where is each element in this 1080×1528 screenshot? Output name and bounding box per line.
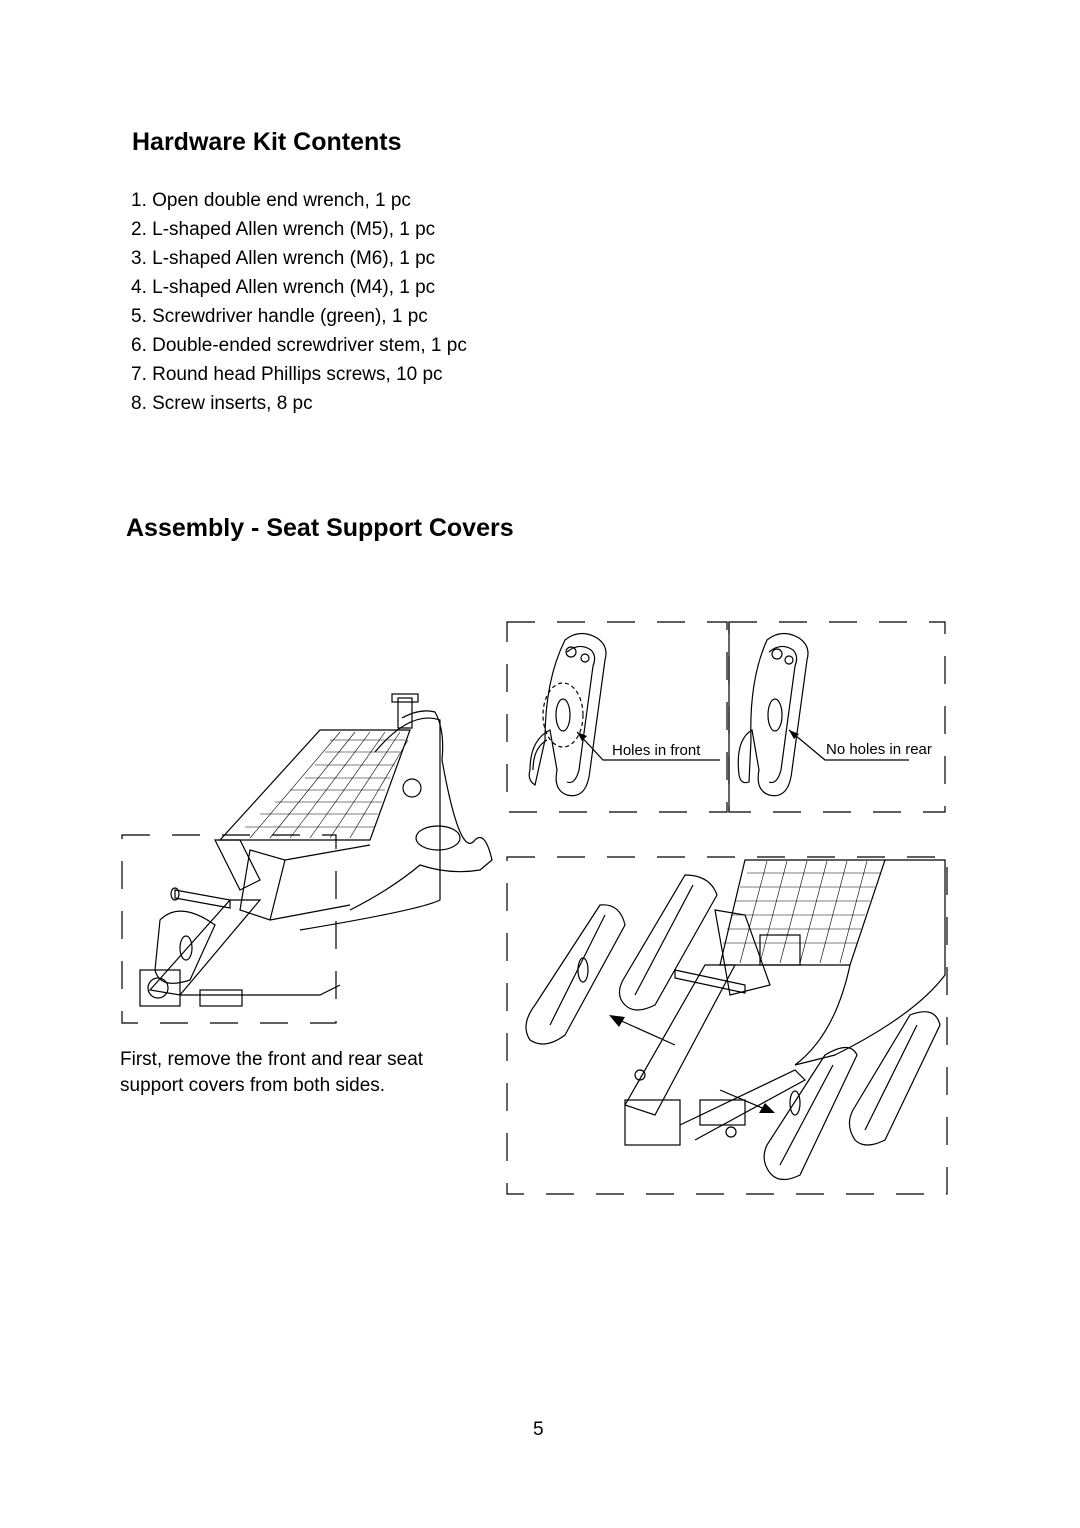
callout-holes-in-front: Holes in front: [612, 742, 701, 759]
arrow-icon: [759, 1103, 775, 1113]
arrow-line: [616, 1018, 676, 1046]
dashed-frame: [728, 621, 946, 813]
list-item: 1. Open double end wrench, 1 pc: [131, 190, 411, 211]
arrow-line: [719, 1089, 768, 1111]
list-item: 5. Screwdriver handle (green), 1 pc: [131, 306, 428, 327]
machine-overview-diagram: [121, 693, 493, 1024]
assembly-title: Assembly - Seat Support Covers: [126, 514, 514, 542]
caption-line: First, remove the front and rear seat: [120, 1049, 424, 1070]
rear-cover-right-removed: [848, 1011, 941, 1146]
hardware-list: 1. Open double end wrench, 1 pc 2. L-sha…: [131, 186, 467, 418]
list-item: 7. Round head Phillips screws, 10 pc: [131, 364, 443, 385]
list-item: 8. Screw inserts, 8 pc: [131, 393, 313, 414]
callout-leader-rear: [788, 729, 909, 761]
list-item: 4. L-shaped Allen wrench (M4), 1 pc: [131, 277, 436, 298]
front-cover-diagram: [506, 621, 728, 813]
arrow-icon: [789, 730, 799, 739]
rear-cover-diagram: [728, 621, 946, 813]
page-number: 5: [533, 1419, 544, 1440]
front-cover-right-removed: [618, 874, 718, 1011]
dashed-frame: [506, 621, 728, 813]
callout-no-holes-in-rear: No holes in rear: [826, 741, 932, 758]
dashed-frame: [121, 834, 337, 1024]
machine-body: [624, 859, 946, 1146]
arrow-icon: [609, 1015, 625, 1027]
front-cover-left-removed: [525, 904, 626, 1045]
caption-line: support covers from both sides.: [120, 1075, 386, 1096]
list-item: 2. L-shaped Allen wrench (M5), 1 pc: [131, 219, 436, 240]
list-item: 6. Double-ended screwdriver stem, 1 pc: [131, 335, 467, 356]
assembly-caption: First, remove the front and rear seat su…: [120, 1047, 423, 1099]
machine-body: [139, 693, 493, 1007]
dashed-frame: [506, 856, 948, 1195]
arrow-icon: [577, 732, 587, 741]
hardware-title: Hardware Kit Contents: [132, 128, 402, 156]
front-cover-part: [528, 632, 607, 797]
list-item: 3. L-shaped Allen wrench (M6), 1 pc: [131, 248, 436, 269]
rear-cover-left-removed: [763, 1046, 858, 1181]
callout-leader-front: [576, 731, 720, 761]
rear-cover-part: [737, 632, 809, 797]
cover-removal-diagram: [506, 856, 948, 1195]
